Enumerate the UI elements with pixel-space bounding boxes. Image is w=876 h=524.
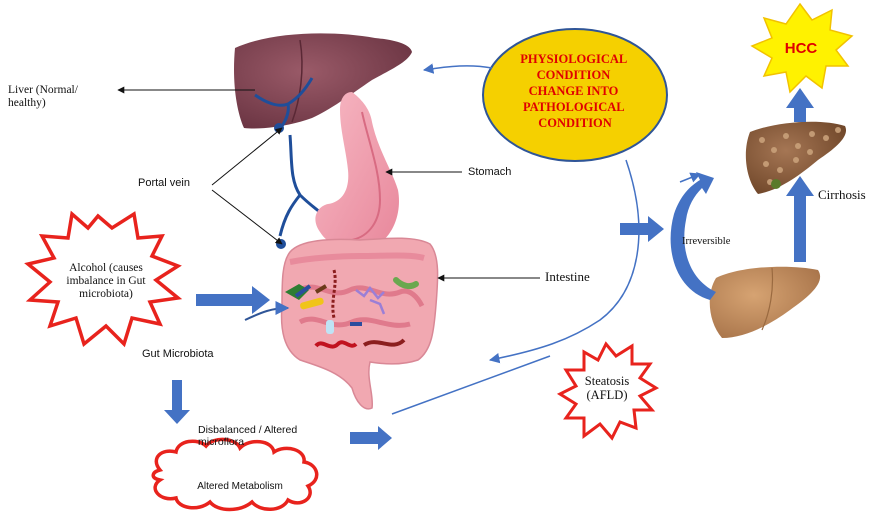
irreversible-label: Irreversible bbox=[682, 236, 730, 248]
disbalanced-label: Disbalanced / Altered microflora bbox=[198, 424, 328, 448]
physiological-line-2: CONDITION bbox=[537, 68, 611, 82]
physiological-line-4: PATHOLOGICAL bbox=[523, 100, 624, 114]
hcc-label: HCC bbox=[785, 40, 818, 57]
alcohol-label: Alcohol (causes imbalance in Gut microbi… bbox=[54, 262, 158, 302]
intestine-label: Intestine bbox=[545, 270, 590, 285]
fatty-liver bbox=[710, 267, 820, 338]
intestine bbox=[282, 238, 438, 409]
altered-metabolism-cloud bbox=[153, 439, 316, 509]
portal-vein-label: Portal vein bbox=[138, 177, 190, 190]
physiological-line-5: CONDITION bbox=[538, 116, 612, 130]
cirrhosis-label: Cirrhosis bbox=[818, 188, 866, 203]
stomach-label: Stomach bbox=[468, 166, 511, 179]
steatosis-label: Steatosis (AFLD) bbox=[580, 374, 634, 403]
physiological-line-1: PHYSIOLOGICAL bbox=[520, 52, 627, 66]
gut-microbiota-label: Gut Microbiota bbox=[142, 348, 214, 361]
liver-normal-label: Liver (Normal/ healthy) bbox=[8, 84, 108, 110]
physiological-line-3: CHANGE INTO bbox=[529, 84, 619, 98]
altered-metabolism-label: Altered Metabolism bbox=[188, 481, 292, 493]
block-arrows bbox=[164, 88, 814, 450]
stomach bbox=[315, 92, 399, 250]
